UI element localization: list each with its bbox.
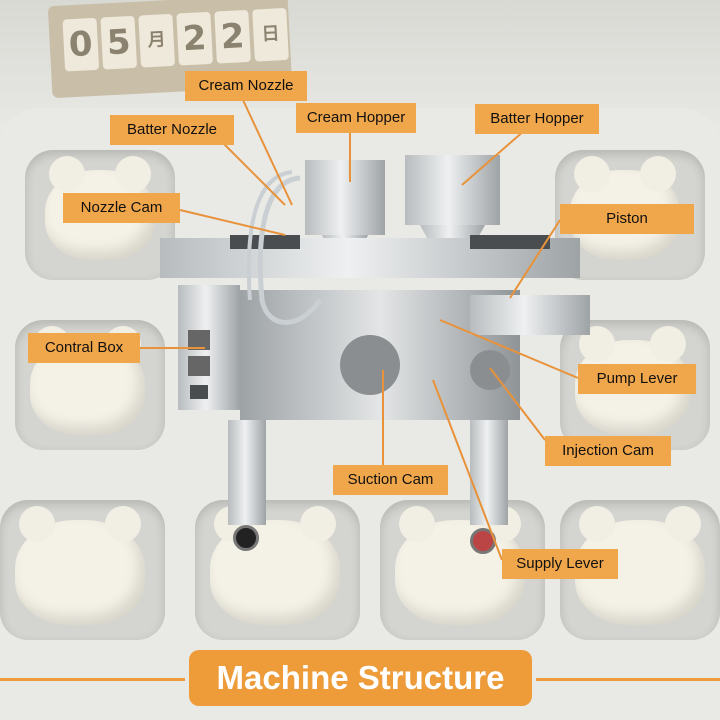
leader-injection-cam [489, 367, 546, 441]
label-cream-hopper: Cream Hopper [296, 103, 416, 133]
label-supply-lever: Supply Lever [502, 549, 618, 579]
control-switch [190, 385, 208, 399]
title-rule-left [0, 678, 185, 681]
cam-wheel [340, 335, 400, 395]
label-injection-cam: Injection Cam [545, 436, 671, 466]
cream-hopper-body [305, 160, 385, 235]
hose [246, 170, 293, 301]
leader-batter-hopper [461, 129, 526, 186]
bear-cake [15, 506, 145, 625]
piston-assembly [470, 295, 590, 335]
control-meter [188, 330, 210, 350]
leader-cream-nozzle [242, 99, 293, 206]
label-pump-lever: Pump Lever [578, 364, 696, 394]
label-control-box: Contral Box [28, 333, 140, 363]
grill-plate [470, 235, 550, 249]
title-rule-right [536, 678, 720, 681]
cam-wheel [470, 350, 510, 390]
label-suction-cam: Suction Cam [333, 465, 448, 495]
hose [257, 175, 323, 325]
leader-pump-lever [439, 319, 579, 379]
left-leg [228, 420, 266, 525]
right-leg [470, 420, 508, 525]
control-meter [188, 356, 210, 376]
grill-plate [230, 235, 300, 249]
label-batter-nozzle: Batter Nozzle [110, 115, 234, 145]
leader-piston [509, 219, 561, 299]
label-piston: Piston [560, 204, 694, 234]
leader-nozzle-cam [179, 209, 286, 236]
label-nozzle-cam: Nozzle Cam [63, 193, 180, 223]
diagram-title: Machine Structure [189, 650, 532, 706]
leader-supply-lever [432, 379, 503, 561]
caster-wheel [233, 525, 259, 551]
label-batter-hopper: Batter Hopper [475, 104, 599, 134]
label-cream-nozzle: Cream Nozzle [185, 71, 307, 101]
leader-batter-nozzle [219, 139, 286, 206]
